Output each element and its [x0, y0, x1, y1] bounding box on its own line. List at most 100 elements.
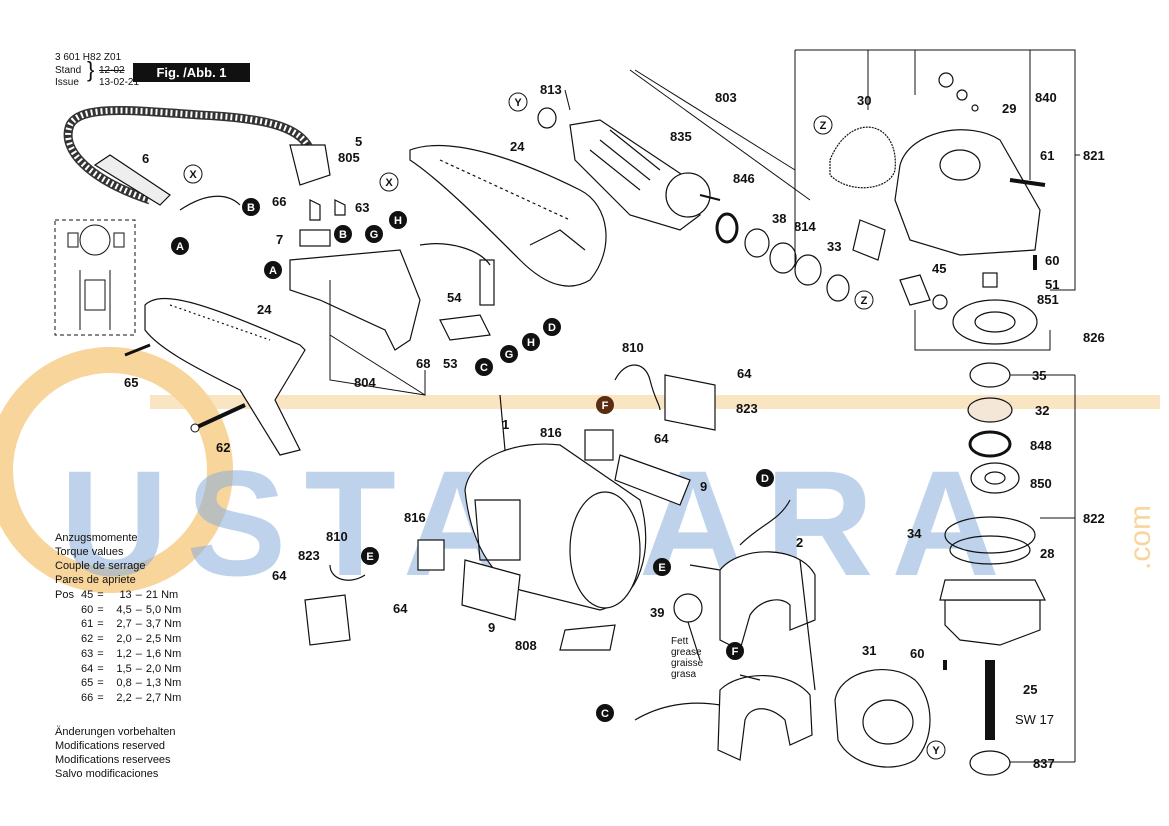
- part-label: 804: [354, 375, 376, 390]
- svg-text:E: E: [658, 562, 665, 574]
- connector-marker: G: [500, 345, 518, 363]
- screw-62: [190, 403, 246, 433]
- part-label: 808: [515, 638, 537, 653]
- part-label: 2: [796, 535, 803, 550]
- svg-text:C: C: [480, 362, 488, 374]
- connector-marker: Z: [854, 290, 874, 310]
- grease-note-2: grease: [671, 647, 702, 658]
- torque-row: 60=4,5–5,0 Nm: [81, 603, 182, 616]
- torque-row: 63=1,2–1,6 Nm: [81, 647, 182, 660]
- torque-row: 65=0,8–1,3 Nm: [81, 677, 182, 690]
- connector-marker: G: [365, 225, 383, 243]
- fan-cover-31: [834, 669, 931, 768]
- grease-note-1: Fett: [671, 636, 689, 647]
- svg-text:H: H: [394, 215, 402, 227]
- part-labels: 813 803 30 840 29 835 24 61 821 846 38 8…: [124, 82, 1105, 771]
- part-label: 803: [715, 90, 737, 105]
- svg-text:Y: Y: [514, 97, 522, 109]
- connector-marker: H: [522, 333, 540, 351]
- part-label: 848: [1030, 438, 1052, 453]
- figure-label: Fig. /Abb. 1: [133, 63, 250, 82]
- part-label: 64: [393, 601, 408, 616]
- part-label: 837: [1033, 756, 1055, 771]
- part-label: 39: [650, 605, 664, 620]
- connector-marker: E: [653, 558, 671, 576]
- svg-text:Z: Z: [820, 120, 827, 132]
- part-label: 62: [216, 440, 230, 455]
- connector-marker: X: [379, 172, 399, 192]
- gear-39: [673, 593, 703, 661]
- field-coil-2: [717, 551, 816, 761]
- part-label: 810: [622, 340, 644, 355]
- svg-text:F: F: [602, 400, 609, 412]
- doc-number: 3 601 H82 Z01: [55, 52, 122, 63]
- part-label: 60: [910, 646, 924, 661]
- wires-center: [329, 364, 816, 721]
- bracket-lines-right: [1010, 374, 1076, 763]
- part-label: 34: [907, 526, 922, 541]
- part-label: 816: [404, 510, 426, 525]
- plates-9: [304, 374, 716, 651]
- torque-row: 61=2,7–3,7 Nm: [81, 618, 182, 631]
- stand-new: 13-02-21: [99, 77, 140, 88]
- torque-title-en: Torque values: [55, 546, 124, 558]
- part-label: 1: [502, 417, 509, 432]
- connector-marker: F: [596, 396, 614, 414]
- part-label: 33: [827, 239, 841, 254]
- part-label: 60: [1045, 253, 1059, 268]
- part-label: 822: [1083, 511, 1105, 526]
- stand-label: Stand: [55, 65, 82, 76]
- part-label: 810: [326, 529, 348, 544]
- connector-marker: C: [596, 704, 614, 722]
- connector-marker: Z: [813, 115, 833, 135]
- part-label: 846: [733, 171, 755, 186]
- part-label: 68: [416, 356, 430, 371]
- part-label: 51: [1045, 277, 1059, 292]
- connector-marker: A: [171, 237, 189, 255]
- armature-part: [537, 107, 721, 231]
- connector-marker: D: [543, 318, 561, 336]
- stand-old: 12-02: [99, 65, 125, 76]
- part-label: 813: [540, 82, 562, 97]
- part-label: 45: [932, 261, 946, 276]
- issue-label: Issue: [55, 77, 79, 88]
- connector-marker: Y: [926, 740, 946, 760]
- part-label: 66: [272, 194, 286, 209]
- part-label: 54: [447, 290, 462, 305]
- bearings-top: [715, 212, 850, 302]
- svg-text:D: D: [761, 473, 769, 485]
- right-column-parts: [939, 362, 1046, 776]
- part-label: 6: [142, 151, 149, 166]
- connector-marker: F: [726, 642, 744, 660]
- part-label: 32: [1035, 403, 1049, 418]
- part-label: 826: [1083, 330, 1105, 345]
- note-es: Salvo modificaciones: [55, 768, 159, 780]
- part-label: 823: [298, 548, 320, 563]
- svg-text:A: A: [176, 241, 184, 253]
- part-label: 25: [1023, 682, 1037, 697]
- gear-head-top: [829, 72, 1046, 345]
- svg-text:B: B: [339, 229, 347, 241]
- connector-marker: B: [242, 198, 260, 216]
- part-label: 30: [857, 93, 871, 108]
- watermark-suffix: .com: [1124, 505, 1157, 570]
- connector-marker: X: [183, 164, 203, 184]
- torque-title-es: Pares de apriete: [55, 574, 136, 586]
- connector-marker: B: [334, 225, 352, 243]
- circuit-schematic: [54, 219, 136, 336]
- part-label: 850: [1030, 476, 1052, 491]
- bracket-lines-top: [564, 49, 1080, 351]
- screw-65: [124, 343, 151, 357]
- part-label: 816: [540, 425, 562, 440]
- svg-text:X: X: [189, 169, 197, 181]
- part-label: 805: [338, 150, 360, 165]
- svg-text:H: H: [527, 337, 535, 349]
- note-en: Modifications reserved: [55, 740, 166, 752]
- motor-housing-1: [464, 443, 647, 611]
- svg-text:G: G: [370, 229, 379, 241]
- brush-holder-816: [417, 429, 614, 571]
- torque-row: 62=2,0–2,5 Nm: [81, 633, 182, 646]
- svg-text:Y: Y: [932, 745, 940, 757]
